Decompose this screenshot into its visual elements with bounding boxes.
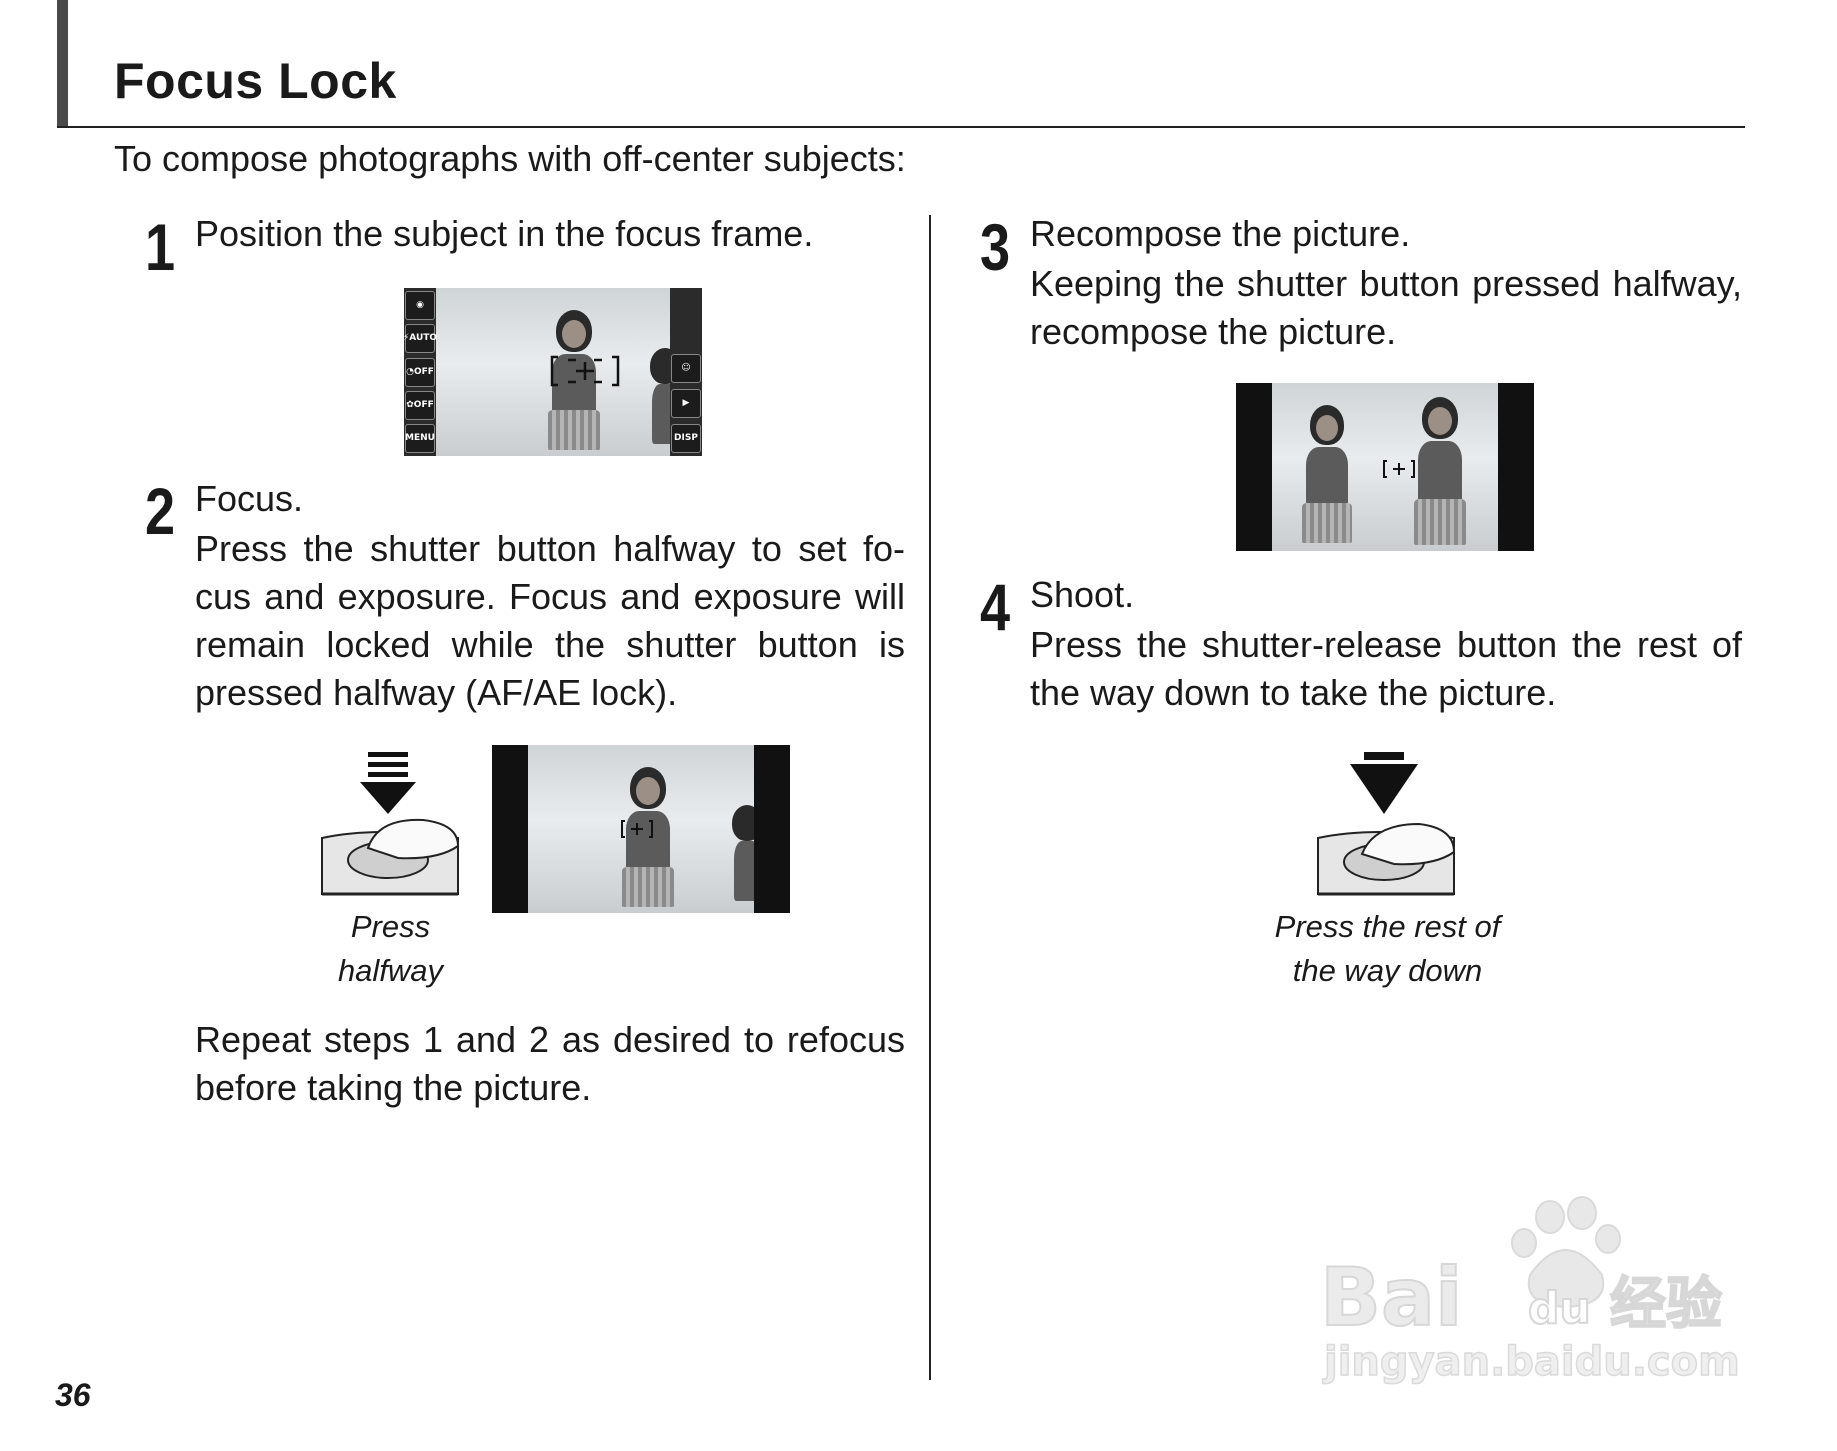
step-2-body: Press the shutter button halfway to set … [195,528,905,713]
caption-press-full: Press the rest of the way down [1274,909,1501,988]
step-4-body: Press the shutter-release button the res… [1030,624,1742,713]
step-4-number: 4 [980,570,1011,644]
self-timer-icon[interactable]: ◔OFF [405,357,435,387]
flash-auto-icon[interactable]: ⚡AUTO [404,324,437,354]
camera-mode-icon[interactable]: ◉ [405,291,435,320]
header-accent-bar [57,0,68,128]
step-2-number: 2 [145,474,176,548]
face-detection-icon[interactable]: ☺ [671,354,701,383]
step-2-title: Focus. [195,478,304,519]
svg-text:du: du [1528,1283,1591,1334]
column-divider [929,215,931,1380]
scene [1272,383,1498,551]
step-3-recomposed-photo [1236,383,1534,551]
scene [436,288,670,456]
playback-icon[interactable]: ▶ [671,389,701,418]
page-number: 36 [55,1377,91,1413]
step-3-title: Recompose the picture. [1030,213,1411,254]
repeat-note: Repeat steps 1 and 2 as desired to refoc… [195,1019,905,1108]
disp-icon[interactable]: DISP [671,424,701,453]
menu-icon[interactable]: MENU [405,424,435,453]
svg-text:Bai: Bai [1320,1251,1462,1344]
step-3-number: 3 [980,210,1011,284]
focus-frame-icon [621,820,653,838]
step-1-title: Position the subject in the focus frame. [195,213,814,254]
macro-icon[interactable]: ✿OFF [405,390,435,420]
shutter-full-press-icon [1317,752,1456,896]
step-4-title: Shoot. [1030,574,1135,615]
svg-text:jingyan.baidu.com: jingyan.baidu.com [1322,1339,1740,1385]
svg-text:经验: 经验 [1610,1272,1722,1337]
step-2-preview-photo [492,745,790,913]
baidu-watermark-logo: Bai du 经验 jingyan.baidu.com [1310,1195,1750,1395]
left-icon-strip: ◉ ⚡AUTO ◔OFF ✿OFF MENU [404,288,437,456]
intro-text: To compose photographs with off-center s… [114,138,906,179]
shutter-half-press-icon [321,752,460,896]
focus-frame-icon [1383,460,1415,478]
step-1-camera-screen: ◉ ⚡AUTO ◔OFF ✿OFF MENU ☺ ▶ DISP [404,288,702,456]
title-rule [57,126,1745,128]
page-title: Focus Lock [114,53,397,109]
focus-frame-icon [550,355,620,387]
step-1-number: 1 [145,210,176,284]
caption-press-halfway: Press halfway [337,909,444,988]
step-3-body: Keeping the shutter button pressed halfw… [1030,263,1742,352]
right-icon-strip: ☺ ▶ DISP [670,288,702,456]
scene [528,745,754,913]
